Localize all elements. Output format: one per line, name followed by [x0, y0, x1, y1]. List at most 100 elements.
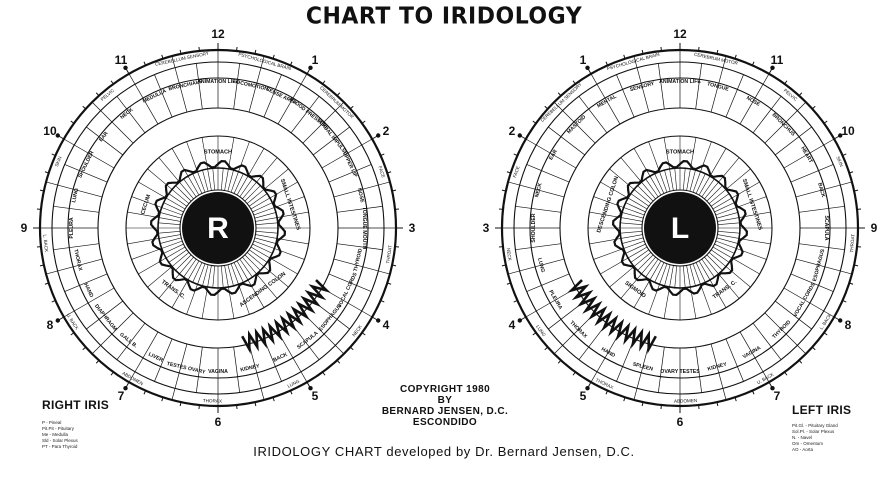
stomach-ray	[698, 175, 711, 196]
stomach-ray	[716, 212, 739, 219]
stomach-ray	[246, 189, 265, 204]
outer-divider	[171, 388, 176, 401]
organ-label: VAGINA	[742, 345, 762, 360]
outer-divider	[525, 310, 537, 318]
stomach-ray	[244, 185, 261, 202]
organ-label: SEXUAL IMPULSE	[316, 117, 349, 157]
stomach-ray	[708, 252, 727, 267]
sector-divider	[154, 338, 173, 382]
stomach-ray	[254, 212, 277, 219]
spine-hatch	[567, 279, 657, 354]
intestine-divider	[247, 148, 265, 177]
clock-tick	[392, 264, 397, 267]
clock-tick	[387, 171, 392, 174]
outer-divider	[633, 388, 638, 401]
zone-label: FACE	[512, 165, 521, 178]
sector-divider	[64, 273, 108, 292]
legend-entry: Sol.Pl. - Solar Plexus	[792, 429, 835, 434]
clock-tick	[322, 371, 326, 376]
outer-divider	[128, 371, 136, 383]
organ-label: EAR	[548, 149, 559, 162]
clock-tick	[842, 299, 847, 303]
organ-label: HAND	[600, 346, 616, 359]
intestine-divider	[609, 168, 635, 190]
outer-divider	[300, 371, 308, 383]
stomach-ray	[716, 237, 739, 244]
clock-dot	[770, 386, 775, 391]
clock-tick	[623, 54, 626, 59]
sector-divider	[519, 184, 565, 198]
digestive-label: STOMACH	[666, 150, 694, 156]
outer-divider	[300, 73, 308, 85]
stomach-ray	[620, 234, 643, 239]
zone-label: NECK	[351, 323, 363, 337]
clock-tick	[557, 92, 562, 97]
outer-divider	[91, 345, 101, 355]
clock-number: 10	[43, 124, 57, 138]
sector-divider	[336, 205, 383, 213]
zone-label: THORAX	[203, 398, 222, 404]
clock-tick	[161, 54, 164, 59]
sector-divider	[116, 322, 146, 360]
copyright-by: BY	[437, 395, 453, 406]
stomach-ray	[168, 193, 188, 207]
stomach-ray	[710, 193, 730, 207]
stomach-ray	[207, 168, 212, 191]
intestine-divider	[201, 287, 208, 319]
sector-divider	[783, 287, 824, 312]
sector-divider	[64, 164, 108, 183]
sector-divider	[74, 287, 115, 312]
sector-divider	[795, 184, 841, 198]
clock-number: 12	[673, 28, 687, 41]
intestine-divider	[663, 287, 670, 319]
intestine-divider	[600, 181, 629, 199]
clock-dot	[376, 318, 381, 323]
sector-divider	[752, 96, 782, 134]
stomach-ray	[255, 234, 278, 239]
sector-divider	[53, 243, 100, 251]
sector-divider	[100, 312, 134, 346]
intestine-divider	[718, 157, 740, 183]
outer-divider	[361, 138, 373, 146]
sector-divider	[336, 243, 383, 251]
stomach-ray	[255, 231, 278, 234]
clock-number: 7	[774, 389, 781, 403]
sector-divider	[248, 67, 262, 113]
sector-divider	[790, 273, 834, 292]
organ-label: ANIMATION LIFE	[659, 79, 701, 85]
stomach-ray	[246, 252, 265, 267]
outer-divider	[840, 270, 853, 275]
pupil-letter: R	[207, 212, 229, 245]
stomach-ray	[686, 168, 691, 191]
stomach-ray	[623, 207, 645, 216]
stomach-ray	[717, 222, 740, 225]
zone-label: L. BACK	[42, 234, 49, 253]
clock-tick	[842, 153, 847, 157]
stomach-ray	[187, 175, 200, 196]
sector-divider	[616, 74, 635, 118]
intestine-divider	[256, 273, 278, 299]
clock-tick	[572, 80, 576, 85]
stomach-ray	[683, 265, 686, 288]
intestine-divider	[600, 257, 629, 275]
clock-dot	[585, 386, 590, 391]
sector-divider	[596, 84, 621, 125]
legend-entry: Om - Omentum	[792, 441, 824, 446]
stomach-ray	[714, 202, 735, 213]
stomach-ray	[689, 264, 696, 287]
stomach-ray	[187, 260, 200, 281]
clock-tick	[361, 332, 366, 336]
stomach-ray	[630, 249, 650, 263]
sector-divider	[174, 343, 188, 389]
stomach-ray	[625, 243, 646, 254]
sector-divider	[725, 74, 744, 118]
intestine-divider	[700, 284, 712, 315]
stomach-ray	[197, 263, 206, 285]
intestine-divider	[127, 211, 159, 218]
sector-divider	[536, 144, 577, 169]
stomach-ray	[637, 254, 654, 271]
intestine-divider	[274, 196, 305, 208]
outer-divider	[553, 101, 563, 111]
clock-tick	[823, 120, 828, 124]
outer-divider	[797, 345, 807, 355]
